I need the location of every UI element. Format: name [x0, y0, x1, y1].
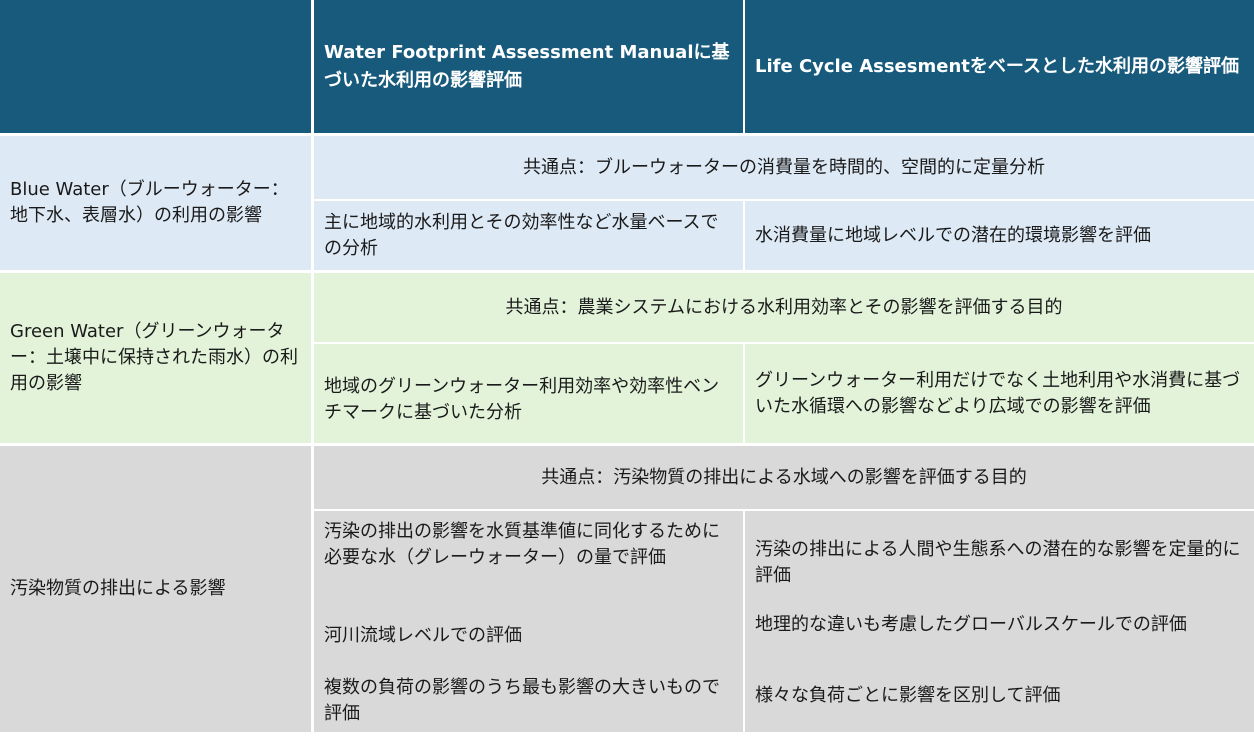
wf-blue-water: 主に地域的水利用とその効率性など水量ベースでの分析 — [314, 201, 743, 270]
wf-pollutants-item: 複数の負荷の影響のうち最も影響の大きいもので評価 — [324, 677, 720, 724]
lca-pollutants: 汚染の排出による人間や生態系への潜在的な影響を定量的に評価 地理的な違いも考慮し… — [745, 511, 1254, 732]
wf-pollutants-item: 汚染の排出の影響を水質基準値に同化するために必要な水（グレーウォーター）の量で評… — [324, 521, 720, 568]
wf-pollutants: 汚染の排出の影響を水質基準値に同化するために必要な水（グレーウォーター）の量で評… — [314, 511, 743, 732]
header-corner — [0, 0, 311, 133]
row-label-blue-water: Blue Water（ブルーウォーター：地下水、表層水）の利用の影響 — [0, 136, 311, 270]
wf-pollutants-item: 河川流域レベルでの評価 — [324, 625, 522, 646]
lca-pollutants-item: 地理的な違いも考慮したグローバルスケールでの評価 — [755, 614, 1187, 635]
lca-blue-water: 水消費量に地域レベルでの潜在的環境影響を評価 — [745, 201, 1254, 270]
lca-green-water: グリーンウォーター利用だけでなく土地利用や水消費に基づいた水循環への影響などより… — [745, 344, 1254, 443]
common-point-pollutants: 共通点：汚染物質の排出による水域への影響を評価する目的 — [314, 446, 1254, 509]
row-label-pollutants: 汚染物質の排出による影響 — [0, 446, 311, 732]
lca-pollutants-item: 汚染の排出による人間や生態系への潜在的な影響を定量的に評価 — [755, 539, 1241, 586]
header-wf-manual: Water Footprint Assessment Manualに基づいた水利… — [314, 0, 743, 133]
wf-green-water: 地域のグリーンウォーター利用効率や効率性ベンチマークに基づいた分析 — [314, 344, 743, 443]
lca-pollutants-item: 様々な負荷ごとに影響を区別して評価 — [755, 685, 1061, 706]
row-label-green-water: Green Water（グリーンウォーター：土壌中に保持された雨水）の利用の影響 — [0, 273, 311, 443]
common-point-blue-water: 共通点：ブルーウォーターの消費量を時間的、空間的に定量分析 — [314, 136, 1254, 199]
common-point-green-water: 共通点：農業システムにおける水利用効率とその影響を評価する目的 — [314, 273, 1254, 342]
header-lca: Life Cycle Assesmentをベースとした水利用の影響評価 — [745, 0, 1254, 133]
